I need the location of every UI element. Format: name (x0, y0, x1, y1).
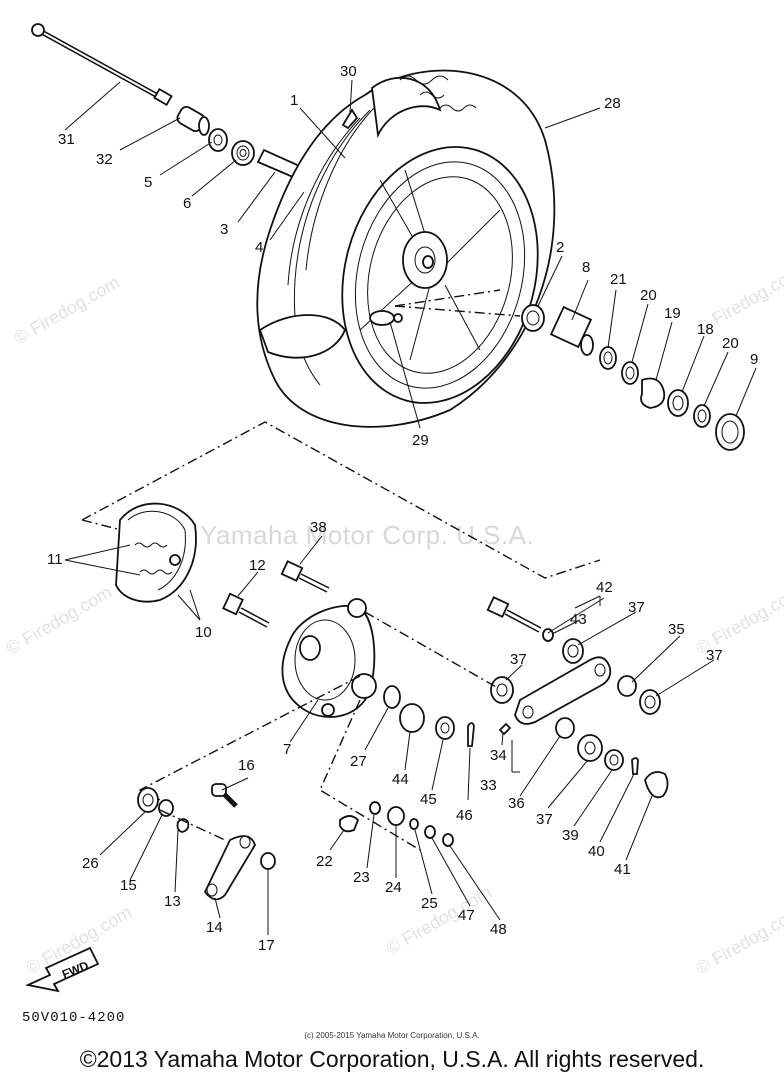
callout-13: 13 (164, 893, 181, 910)
leader-lines (64, 79, 757, 935)
brake-shoe-assembly (115, 502, 197, 603)
callout-21: 21 (610, 271, 627, 288)
callout-4: 4 (255, 239, 263, 256)
callout-1: 1 (290, 92, 298, 109)
callout-43: 43 (570, 611, 587, 628)
callout-10: 10 (195, 624, 212, 641)
callout-33: 33 (480, 777, 497, 794)
callout-41: 41 (614, 861, 631, 878)
callout-38: 38 (310, 519, 327, 536)
camshaft-part (222, 592, 270, 628)
callout-31: 31 (58, 131, 75, 148)
forward-direction-arrow: FWD (25, 946, 100, 993)
callout-40: 40 (588, 843, 605, 860)
watermark-text: Yamaha Motor Corp. U.S.A. (200, 520, 535, 550)
callout-6: 6 (183, 195, 191, 212)
callout-47: 47 (458, 907, 475, 924)
callout-37c: 37 (706, 647, 723, 664)
callout-48: 48 (490, 921, 507, 938)
callout-35: 35 (668, 621, 685, 638)
callout-5: 5 (144, 174, 152, 191)
callout-30: 30 (340, 63, 357, 80)
callout-8: 8 (582, 259, 590, 276)
callout-18: 18 (697, 321, 714, 338)
callout-numbers: 1 2 3 4 5 6 7 8 9 10 11 12 13 14 15 16 1… (47, 63, 758, 954)
callout-12: 12 (249, 557, 266, 574)
callout-26: 26 (82, 855, 99, 872)
brake-cam-parts (137, 783, 454, 901)
callout-25: 25 (421, 895, 438, 912)
callout-2: 2 (556, 239, 564, 256)
callout-44: 44 (392, 771, 409, 788)
callout-11: 11 (47, 551, 63, 568)
oil-seal-part (208, 128, 228, 152)
callout-29: 29 (412, 432, 429, 449)
collar-part (176, 106, 210, 136)
callout-27: 27 (350, 753, 367, 770)
collar-44-part (399, 703, 425, 733)
callout-37b: 37 (510, 651, 527, 668)
diagram-code: 50V010-4200 (22, 1010, 126, 1026)
callout-36: 36 (508, 795, 525, 812)
callout-28: 28 (604, 95, 621, 112)
callout-24: 24 (385, 879, 402, 896)
small-copyright-line: (c) 2005-2015 Yamaha Motor Corporation, … (304, 1031, 480, 1040)
tension-bar-assembly (486, 595, 669, 799)
callout-7: 7 (283, 741, 291, 758)
callout-37d: 37 (536, 811, 553, 828)
callout-16: 16 (238, 757, 255, 774)
callout-46: 46 (456, 807, 473, 824)
axle-nut-part (435, 716, 455, 740)
callout-39: 39 (562, 827, 579, 844)
callout-37a: 37 (628, 599, 645, 616)
callout-20b: 20 (722, 335, 739, 352)
brake-shoe-plate (281, 598, 377, 718)
o-ring-part (383, 685, 401, 709)
callout-20a: 20 (640, 287, 657, 304)
footer-copyright: ©2013 Yamaha Motor Corporation, U.S.A. A… (79, 1046, 705, 1072)
bolt-38-part (280, 560, 330, 593)
callout-15: 15 (120, 877, 137, 894)
bearing-part (231, 140, 255, 166)
callout-42: 42 (596, 579, 613, 596)
valve-cap-part (341, 108, 359, 130)
right-side-bearing-stack (521, 304, 745, 451)
callout-19: 19 (664, 305, 681, 322)
callout-34: 34 (490, 747, 507, 764)
callout-32: 32 (96, 151, 113, 168)
axle-part (31, 23, 173, 107)
callout-14: 14 (206, 919, 223, 936)
callout-22: 22 (316, 853, 333, 870)
tire-and-wheel (256, 69, 556, 428)
callout-9: 9 (750, 351, 758, 368)
callout-3: 3 (220, 221, 228, 238)
callout-23: 23 (353, 869, 370, 886)
cotter-pin-part (467, 722, 475, 747)
callout-45: 45 (420, 791, 437, 808)
callout-17: 17 (258, 937, 275, 954)
